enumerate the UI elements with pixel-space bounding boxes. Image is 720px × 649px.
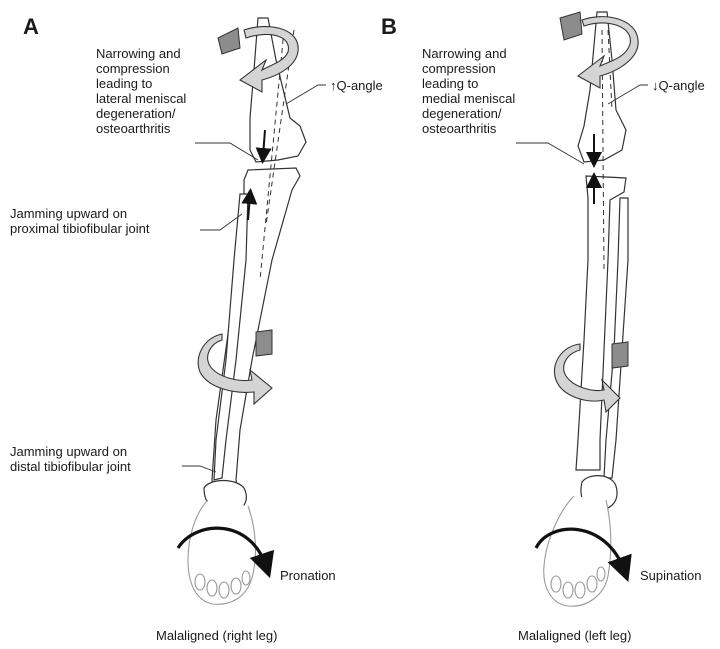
panel-a-letter: A <box>23 14 39 40</box>
panel-b-narrowing-line: degeneration/ <box>422 106 515 121</box>
panel-b-q-angle-label: ↓Q-angle <box>652 78 705 93</box>
panel-a-proximal-label: Jamming upward on proximal tibiofibular … <box>10 206 149 236</box>
panel-a-distal-label: Jamming upward on distal tibiofibular jo… <box>10 444 131 474</box>
panel-a-foot <box>188 500 255 604</box>
panel-a-narrowing-line: Narrowing and <box>96 46 186 61</box>
panel-b-supination-label: Supination <box>640 568 701 583</box>
panel-a-leg <box>204 18 306 514</box>
panel-b-letter: B <box>381 14 397 40</box>
panel-a-narrowing-line: degeneration/ <box>96 106 186 121</box>
panel-b-narrowing-label: Narrowing and compression leading to med… <box>422 46 515 136</box>
panel-a-proximal-line: Jamming upward on <box>10 206 149 221</box>
panel-a-narrowing-line: leading to <box>96 76 186 91</box>
panel-a-narrowing-label: Narrowing and compression leading to lat… <box>96 46 186 136</box>
panel-b-caption: Malaligned (left leg) <box>518 628 631 643</box>
panel-a-distal-line: Jamming upward on <box>10 444 131 459</box>
panel-b-narrowing-line: osteoarthritis <box>422 121 515 136</box>
panel-b-narrowing-line: compression <box>422 61 515 76</box>
panel-a-narrowing-line: osteoarthritis <box>96 121 186 136</box>
panel-a-caption: Malaligned (right leg) <box>156 628 277 643</box>
panel-b-foot <box>544 496 611 606</box>
panel-a-narrowing-line: lateral meniscal <box>96 91 186 106</box>
panel-b-narrowing-line: medial meniscal <box>422 91 515 106</box>
panel-a-distal-line: distal tibiofibular joint <box>10 459 131 474</box>
panel-a-q-angle-label: ↑Q-angle <box>330 78 383 93</box>
panel-a-proximal-line: proximal tibiofibular joint <box>10 221 149 236</box>
panel-b-narrowing-line: Narrowing and <box>422 46 515 61</box>
panel-a-narrowing-line: compression <box>96 61 186 76</box>
panel-a-pronation-label: Pronation <box>280 568 336 583</box>
panel-b-narrowing-line: leading to <box>422 76 515 91</box>
